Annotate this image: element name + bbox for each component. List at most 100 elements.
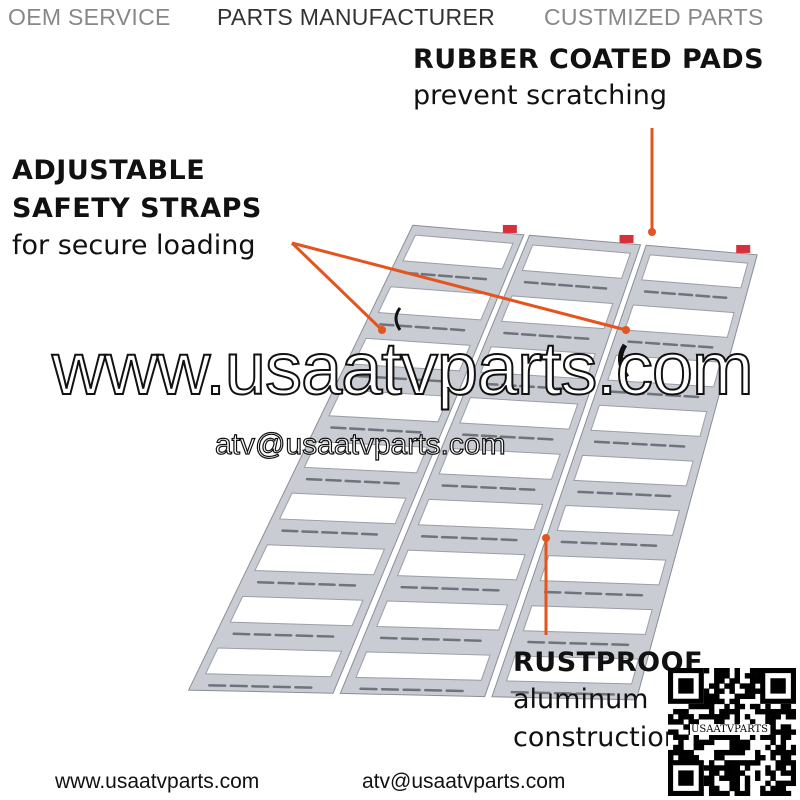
ramp-slot [500, 383, 517, 388]
ramp-slot [697, 345, 714, 349]
ramp-slot [665, 393, 682, 398]
ramp-slot [480, 537, 498, 541]
ramp-slot [584, 592, 603, 596]
ramp-opening [376, 600, 509, 631]
ramp-slot [321, 530, 339, 535]
ramp-slot [654, 494, 672, 498]
safety-strap [394, 307, 402, 331]
callout-dot [378, 326, 386, 334]
straps-subtitle: for secure loading [12, 230, 256, 261]
ramp-opening [573, 454, 694, 487]
ramp-opening [355, 651, 491, 681]
ramp-opening [204, 647, 343, 678]
ramp-slot [519, 384, 535, 389]
ramp-slot [577, 490, 594, 494]
ramp-slot [537, 437, 554, 441]
ramp-slot [305, 477, 323, 482]
callout-dot [542, 534, 550, 542]
ramp-opening [254, 544, 386, 576]
ramp-slot [620, 543, 638, 547]
ramp-opening [607, 354, 722, 388]
ramp-opening [402, 234, 514, 270]
ramp-slot [573, 336, 590, 341]
straps-title-2: SAFETY STRAPS [12, 193, 262, 224]
ramp-slot [537, 385, 554, 390]
ramp-slot [318, 583, 336, 587]
ramp-slot [678, 292, 694, 297]
ramp-slot [427, 379, 444, 383]
ramp-slot [647, 392, 663, 396]
ramp-slot [640, 543, 658, 547]
ramp-slot [372, 375, 389, 380]
ramp-slot [454, 275, 471, 280]
ramp-slot [627, 340, 643, 344]
rust-subtitle-1: aluminum [513, 684, 649, 715]
ramp-slot [499, 486, 517, 491]
ramp-slot [695, 294, 711, 298]
pads-subtitle: prevent scratching [413, 80, 667, 111]
ramp-slot [277, 581, 295, 585]
ramp-slot [635, 493, 652, 497]
ramp-opening [480, 346, 596, 380]
ramp-slot [441, 587, 459, 591]
ramp-slot [523, 280, 539, 285]
ramp-slot [360, 532, 379, 536]
ramp-slot [281, 529, 299, 533]
ramp-slot [499, 435, 516, 439]
ramp-opening [352, 337, 471, 372]
ramp-opening [377, 286, 493, 321]
ramp-opening [624, 304, 735, 338]
footer-email[interactable]: atv@usaatvparts.com [362, 770, 566, 793]
ramp-slot [340, 531, 359, 535]
ramp-slot [367, 428, 385, 432]
ramp-slot [349, 427, 366, 431]
ramp-slot [538, 334, 555, 338]
ramp-opening [522, 605, 653, 635]
ramp-slot [518, 436, 535, 440]
ramp-slot [460, 485, 478, 489]
ramp-slot [560, 540, 578, 544]
ramp-slot [612, 441, 630, 445]
rust-subtitle-2: construction [513, 722, 681, 753]
ramp-slot [650, 443, 667, 447]
ramp-slot [610, 390, 627, 394]
ramp-slot [592, 286, 608, 290]
ramp-slot [668, 444, 686, 448]
ramp-slot [396, 324, 413, 328]
ramp-slot [605, 592, 623, 596]
ramp-slot [301, 530, 319, 534]
ramp-opening [417, 498, 544, 531]
ramp-slot [472, 276, 488, 281]
ramp-slot [518, 487, 536, 492]
footer-url[interactable]: www.usaatvparts.com [55, 770, 260, 793]
ramp-opening [556, 504, 681, 536]
straps-title-1: ADJUSTABLE [12, 155, 206, 186]
ramp-slot [405, 430, 422, 434]
ramp-slot [344, 479, 362, 483]
ramp-slot [503, 331, 519, 336]
ramp-slot [400, 585, 418, 589]
ramp-slot [712, 295, 728, 300]
ramp-slot [420, 586, 439, 590]
rubber-pad [502, 224, 517, 233]
ramp-opening [590, 404, 708, 437]
ramp-slot [437, 274, 453, 278]
ramp-slot [383, 481, 400, 485]
ramp-opening [229, 595, 364, 627]
ramp-opening [505, 655, 640, 685]
pads-title: RUBBER COATED PADS [413, 44, 765, 75]
ramp-slot [593, 440, 611, 444]
ramp-slot [555, 387, 572, 391]
qr-code [668, 668, 797, 797]
ramp-slot [354, 374, 371, 379]
rubber-pad [619, 234, 634, 243]
ramp-slot [432, 326, 448, 331]
watermark-email: atv@usaatvparts.com [214, 427, 506, 461]
ramp-slot [379, 323, 395, 327]
ramp-slot [420, 272, 436, 277]
ramp-slot [643, 290, 660, 294]
ramp-slot [615, 492, 633, 496]
ramp-slot [460, 536, 478, 540]
ramp-slot [482, 382, 499, 386]
